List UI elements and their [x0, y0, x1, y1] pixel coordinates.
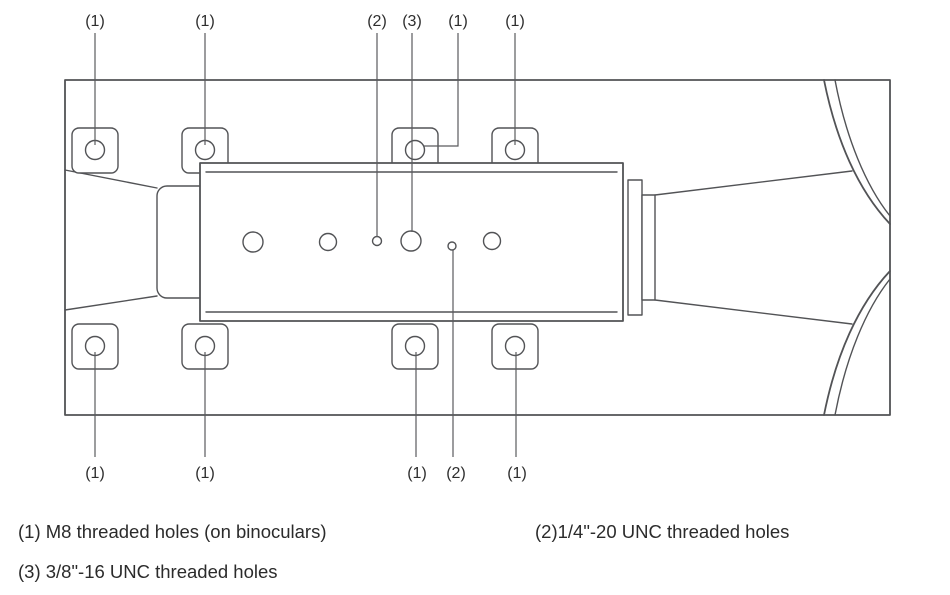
plate-hole-1	[242, 231, 264, 253]
leader-lines	[94, 33, 517, 457]
legend-item-2: (2)1/4"-20 UNC threaded holes	[535, 521, 789, 542]
m8-hole-top-3	[404, 139, 426, 161]
callout-top-5: (1)	[448, 13, 468, 30]
legend-item-3: (3) 3/8"-16 UNC threaded holes	[18, 561, 278, 582]
barrel-curve-bottom-outer	[823, 270, 891, 416]
callout-top-3: (2)	[367, 13, 387, 30]
left-taper-line-bottom	[64, 295, 158, 311]
funnel-line-bottom	[654, 299, 853, 325]
plate-hole-3	[482, 231, 502, 251]
callout-bottom-1: (1)	[85, 465, 105, 482]
barrel-curve-bottom-inner	[834, 278, 891, 416]
callout-top-1: (1)	[85, 13, 105, 30]
callout-top-6: (1)	[505, 13, 525, 30]
legend: (1) M8 threaded holes (on binoculars) (2…	[18, 521, 789, 582]
barrel-curve-top-outer	[823, 79, 891, 225]
callout-bottom-4: (2)	[446, 465, 466, 482]
diagram-linework	[64, 79, 891, 416]
clamp-bracket-inner	[641, 194, 656, 301]
unc-3-8-hole	[400, 230, 422, 252]
callout-bottom-2: (1)	[195, 465, 215, 482]
binocular-body-outline	[64, 79, 891, 416]
clamp-bracket-outer	[627, 179, 643, 316]
unc-1-4-hole-bottom	[447, 241, 457, 251]
callout-bottom-5: (1)	[507, 465, 527, 482]
callout-top-2: (1)	[195, 13, 215, 30]
legend-item-1: (1) M8 threaded holes (on binoculars)	[18, 521, 327, 542]
unc-1-4-hole-top	[371, 235, 383, 247]
funnel-line-top	[654, 170, 853, 196]
m8-hole-bottom-3	[404, 335, 426, 357]
callout-top-4: (3)	[402, 13, 422, 30]
m8-hole-bottom-4	[504, 335, 526, 357]
plate-hole-2	[318, 232, 338, 252]
callout-labels: (1) (1) (2) (3) (1) (1) (1) (1) (1) (2) …	[85, 13, 527, 482]
callout-bottom-3: (1)	[407, 465, 427, 482]
barrel-curve-top-inner	[834, 79, 891, 217]
leader-top-5	[424, 33, 459, 147]
